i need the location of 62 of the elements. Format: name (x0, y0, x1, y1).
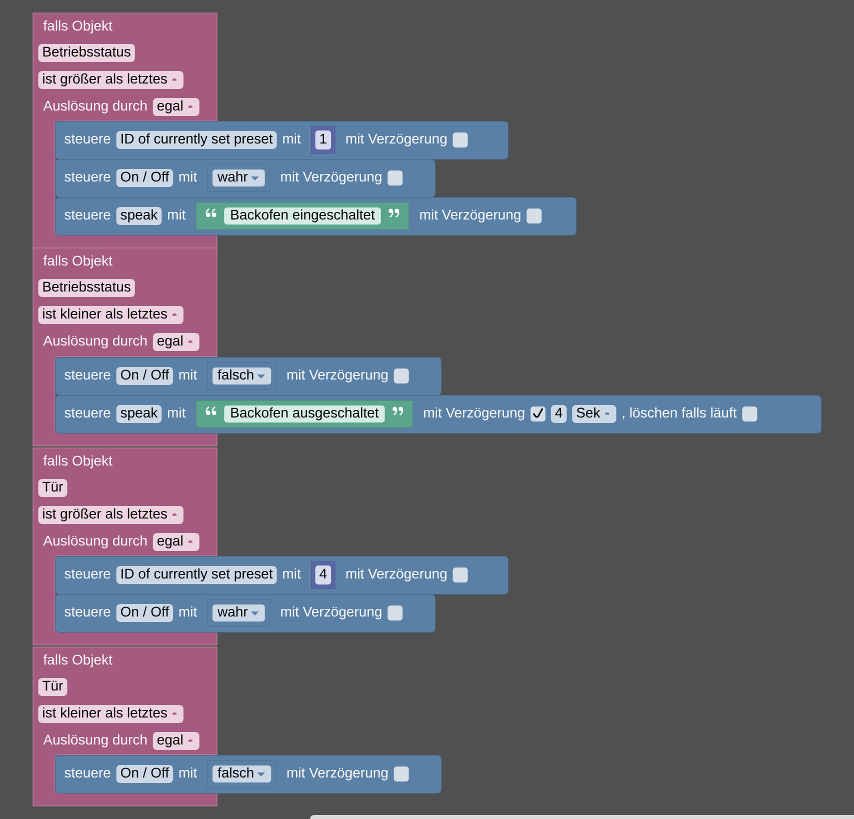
block-label: mit (179, 369, 198, 380)
block-label: mit Verzögerung (281, 606, 382, 620)
number-block: 4 (311, 561, 336, 589)
boolean-block: wahr (207, 599, 270, 627)
boolean-block: wahr (207, 164, 270, 192)
block-label: mit (283, 568, 301, 579)
block-label: steuere (64, 370, 110, 380)
dropdown-field: egal (152, 732, 200, 750)
block-label: mit (283, 133, 301, 144)
block-label: steuere (64, 134, 110, 144)
field-pill: ID of currently set preset (116, 566, 277, 584)
text-block: Backofen eingeschaltet (196, 202, 410, 230)
block-label: mit Verzögerung (420, 209, 520, 222)
block-label: mit Verzögerung (281, 171, 382, 184)
dropdown-field: ist größer als letztes (38, 506, 184, 524)
block-label: mit (168, 407, 186, 418)
number-block: 1 (311, 126, 336, 154)
block-label: Auslösung durch (43, 335, 147, 348)
field-pill: On / Off (116, 604, 174, 622)
dropdown-field: egal (152, 532, 200, 551)
block-label: Auslösung durch (43, 100, 147, 114)
field-pill: Tür (38, 678, 68, 696)
field-pill: Tür (38, 479, 68, 497)
dropdown-field: Sek (572, 404, 616, 423)
block-label: mit Verzögerung (346, 568, 446, 582)
block-label: steuere (64, 408, 110, 418)
field-pill: speak (116, 404, 162, 423)
boolean-block: falsch (207, 362, 276, 390)
block-label: Auslösung durch (43, 734, 147, 748)
block-label: Auslösung durch (43, 535, 147, 548)
dropdown-field: ist kleiner als letztes (38, 306, 184, 324)
block-label: steuere (64, 210, 110, 220)
block-label: mit (179, 171, 198, 182)
block-label: mit Verzögerung (424, 407, 524, 420)
dropdown-field: egal (152, 333, 200, 351)
block-label: steuere (64, 569, 110, 579)
block-label: steuere (64, 172, 110, 182)
field-pill: Betriebsstatus (38, 44, 135, 62)
block-label: falls Objekt (43, 20, 112, 34)
block-label: mit (179, 606, 198, 617)
field-pill: On / Off (116, 366, 174, 385)
dropdown-field: ist größer als letztes (38, 71, 184, 89)
block-label: falls Objekt (43, 255, 112, 268)
dropdown-field: egal (152, 98, 200, 116)
block-label: mit Verzögerung (287, 369, 388, 382)
block-label: falls Objekt (43, 654, 112, 668)
block-label: mit (168, 209, 186, 220)
block-label: steuere (64, 768, 110, 778)
block-label: mit (179, 767, 198, 778)
block-label: mit Verzögerung (287, 767, 388, 780)
block-label: mit Verzögerung (346, 133, 446, 146)
dropdown-field: ist kleiner als letztes (38, 704, 184, 723)
text-block: Backofen ausgeschaltet (196, 400, 413, 428)
field-pill: Betriebsstatus (38, 278, 135, 297)
boolean-block: falsch (207, 760, 276, 788)
field-pill: speak (116, 207, 162, 225)
block-label: steuere (64, 607, 110, 617)
block-label: falls Objekt (43, 455, 112, 468)
block-label: , löschen falls läuft (622, 407, 737, 420)
field-pill: On / Off (116, 764, 174, 783)
field-pill: ID of currently set preset (116, 130, 277, 149)
field-pill: On / Off (116, 169, 174, 187)
